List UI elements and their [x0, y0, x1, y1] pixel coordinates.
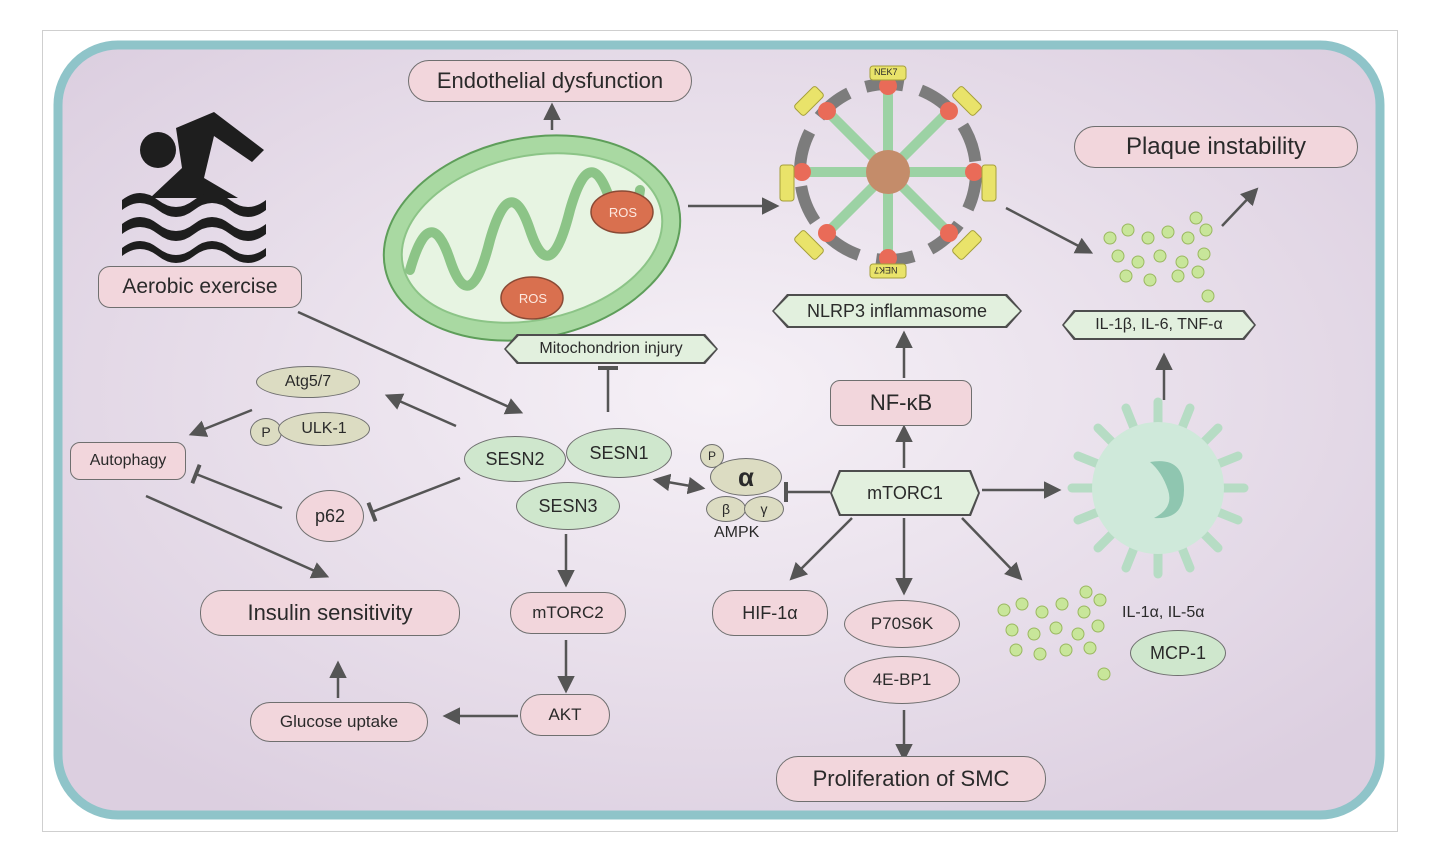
endothelial-dysfunction-node: Endothelial dysfunction [408, 60, 692, 102]
sesn2-node: SESN2 [464, 436, 566, 482]
ros-marker-1 [590, 190, 654, 234]
nlrp3-inflammasome-node: NLRP3 inflammasome [774, 296, 1020, 326]
sesn3-node: SESN3 [516, 482, 620, 530]
cytokine-particles-lower [997, 585, 1111, 681]
sesn1-node: SESN1 [566, 428, 672, 478]
hif1a-node: HIF-1α [712, 590, 828, 636]
plaque-instability-node: Plaque instability [1074, 126, 1358, 168]
ros-marker-2 [500, 276, 564, 320]
glucose-uptake-node: Glucose uptake [250, 702, 428, 742]
macrophage-icon [1067, 397, 1249, 579]
cytokine-particles-upper [1103, 211, 1215, 303]
autophagy-node: Autophagy [70, 442, 186, 480]
nek7-label: NEK7 [874, 67, 898, 77]
arrows [145, 102, 1259, 762]
mcp1-node: MCP-1 [1130, 630, 1226, 676]
4ebp1-node: 4E-BP1 [844, 656, 960, 704]
il-cytokines-node: IL-1β, IL-6, TNF-α [1064, 312, 1254, 338]
ampk-alpha-node: α [710, 458, 782, 496]
ulk1-phospho-node: P [250, 418, 282, 446]
smc-proliferation-node: Proliferation of SMC [776, 756, 1046, 802]
p62-node: p62 [296, 490, 364, 542]
ulk1-node: ULK-1 [278, 412, 370, 446]
swimmer-icon [122, 112, 266, 263]
nfkb-node: NF-κB [830, 380, 972, 426]
atg57-node: Atg5/7 [256, 366, 360, 398]
mitochondrion-icon [382, 134, 682, 342]
mtorc2-node: mTORC2 [510, 592, 626, 634]
ros-label: ROS [608, 204, 638, 220]
ampk-beta-node: β [706, 496, 746, 522]
ampk-phospho-node: P [700, 444, 724, 468]
ampk-gamma-node: γ [744, 496, 784, 522]
insulin-sensitivity-node: Insulin sensitivity [200, 590, 460, 636]
p70s6k-node: P70S6K [844, 600, 960, 648]
mtorc1-node: mTORC1 [832, 472, 978, 514]
aerobic-exercise-node: Aerobic exercise [98, 266, 302, 308]
il1a-il5a-label: IL-1α, IL-5α [1122, 604, 1205, 621]
nek7-label: NEK7 [874, 265, 898, 275]
inflammasome-icon [779, 65, 997, 279]
ros-label: ROS [518, 290, 548, 306]
mitochondrion-injury-node: Mitochondrion injury [506, 336, 716, 362]
akt-node: AKT [520, 694, 610, 736]
ampk-label: AMPK [714, 524, 760, 541]
